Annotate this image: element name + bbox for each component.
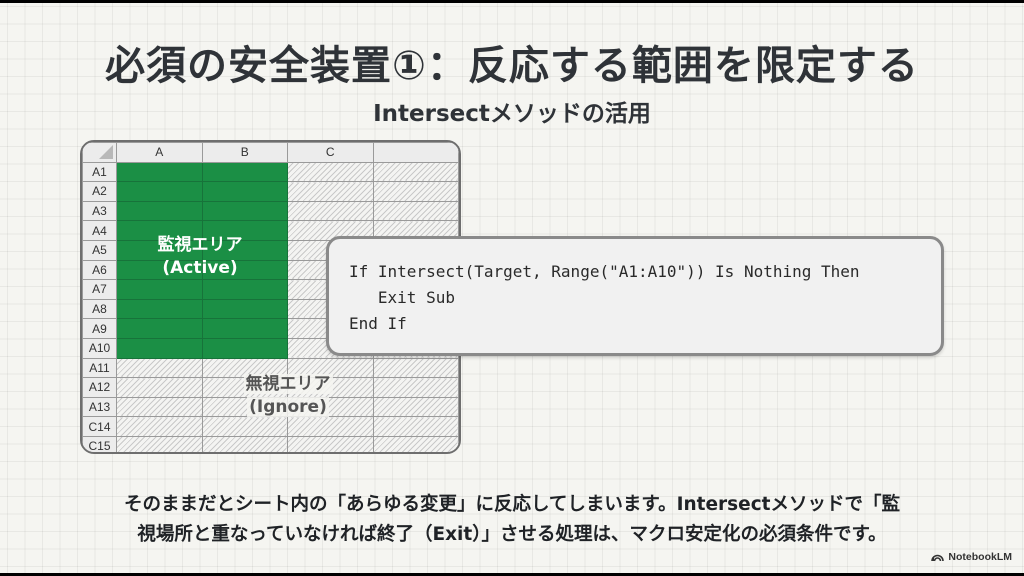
row-header: A11	[82, 357, 117, 379]
sheet-cell	[287, 181, 374, 202]
active-area-title: 監視エリア	[157, 235, 243, 255]
row-header: A5	[82, 239, 117, 261]
sheet-cell	[201, 259, 288, 281]
sheet-cell	[372, 161, 459, 183]
sheet-cell	[372, 200, 459, 222]
sheet-cell	[116, 181, 203, 202]
sheet-cell	[201, 200, 288, 222]
row-header: A3	[82, 200, 117, 222]
sheet-row: A1	[82, 161, 459, 183]
sheet-cell	[201, 298, 288, 320]
sheet-cell	[287, 161, 374, 183]
sheet-cell	[201, 279, 288, 300]
sheet-cell	[201, 220, 288, 241]
code-snippet: If Intersect(Target, Range("A1:A10")) Is…	[349, 262, 860, 333]
brand-label: NotebookLM	[948, 551, 1012, 563]
slide-title: 必須の安全装置①：反応する範囲を限定する	[105, 43, 919, 89]
sheet-cell	[287, 200, 374, 222]
sheet-cell	[201, 416, 288, 437]
sheet-cell	[116, 318, 203, 339]
row-header: A1	[82, 161, 117, 183]
sheet-cell	[116, 435, 203, 452]
select-all-corner	[82, 142, 117, 163]
row-header: A7	[82, 279, 117, 300]
sheet-cell	[287, 416, 374, 437]
caption-line-2: 視場所と重なっていなければ終了（Exit）」させる処理は、マクロ安定化の必須条件…	[137, 524, 887, 545]
sheet-cell	[201, 318, 288, 339]
code-snippet-box: If Intersect(Target, Range("A1:A10")) Is…	[326, 236, 944, 356]
sheet-cell	[372, 377, 459, 398]
row-header: A10	[82, 337, 117, 359]
sheet-cell	[201, 357, 288, 379]
sheet-cell	[201, 239, 288, 261]
sheet-cell	[116, 396, 203, 418]
column-header-b: B	[201, 142, 288, 163]
row-header: A12	[82, 377, 117, 398]
row-header: A2	[82, 181, 117, 202]
active-area-subtitle: (Active)	[162, 258, 238, 278]
sheet-row: A2	[82, 181, 459, 202]
ignore-area-label: 無視エリア (Ignore)	[200, 373, 376, 419]
ignore-area-subtitle: (Ignore)	[247, 397, 329, 417]
sheet-cell	[116, 239, 203, 261]
notebooklm-branding: NotebookLM	[931, 551, 1012, 563]
row-header: A9	[82, 318, 117, 339]
corner-triangle-icon	[99, 144, 113, 159]
column-header-a: A	[116, 142, 203, 163]
row-header: C15	[82, 435, 117, 452]
caption-line-1: そのままだとシート内の「あらゆる変更」に反応してしまいます。Intersectメ…	[123, 494, 901, 515]
row-header: A6	[82, 259, 117, 281]
sheet-cell	[372, 181, 459, 202]
sheet-cell	[116, 161, 203, 183]
sheet-cell	[372, 357, 459, 379]
row-header: C14	[82, 416, 117, 437]
sheet-cell	[372, 416, 459, 437]
column-header-d	[372, 142, 459, 163]
notebooklm-logo-icon	[931, 554, 945, 562]
sheet-cell	[116, 377, 203, 398]
sheet-cell	[372, 435, 459, 452]
sheet-row: A11	[82, 357, 459, 379]
sheet-cell	[116, 259, 203, 281]
sheet-row: A3	[82, 200, 459, 222]
sheet-cell	[287, 435, 374, 452]
sheet-cell	[116, 416, 203, 437]
caption: そのままだとシート内の「あらゆる変更」に反応してしまいます。Intersectメ…	[40, 490, 984, 550]
active-area-label: 監視エリア (Active)	[116, 234, 284, 280]
row-header: A13	[82, 396, 117, 418]
sheet-cell	[201, 181, 288, 202]
sheet-row: C15	[82, 435, 459, 452]
slide: 必須の安全装置①：反応する範囲を限定する Intersectメソッドの活用 A …	[0, 3, 1024, 573]
sheet-cell	[116, 220, 203, 241]
sheet-cell	[116, 337, 203, 359]
sheet-cell	[116, 298, 203, 320]
sheet-cell	[116, 200, 203, 222]
row-header: A8	[82, 298, 117, 320]
sheet-cell	[201, 435, 288, 452]
sheet-row: C14	[82, 416, 459, 437]
sheet-cell	[116, 357, 203, 379]
row-header: A4	[82, 220, 117, 241]
ignore-area-title: 無視エリア	[243, 374, 333, 394]
sheet-cell	[372, 396, 459, 418]
column-header-c: C	[287, 142, 374, 163]
sheet-cell	[116, 279, 203, 300]
slide-subtitle: Intersectメソッドの活用	[373, 101, 651, 127]
sheet-cell	[201, 337, 288, 359]
sheet-cell	[201, 161, 288, 183]
